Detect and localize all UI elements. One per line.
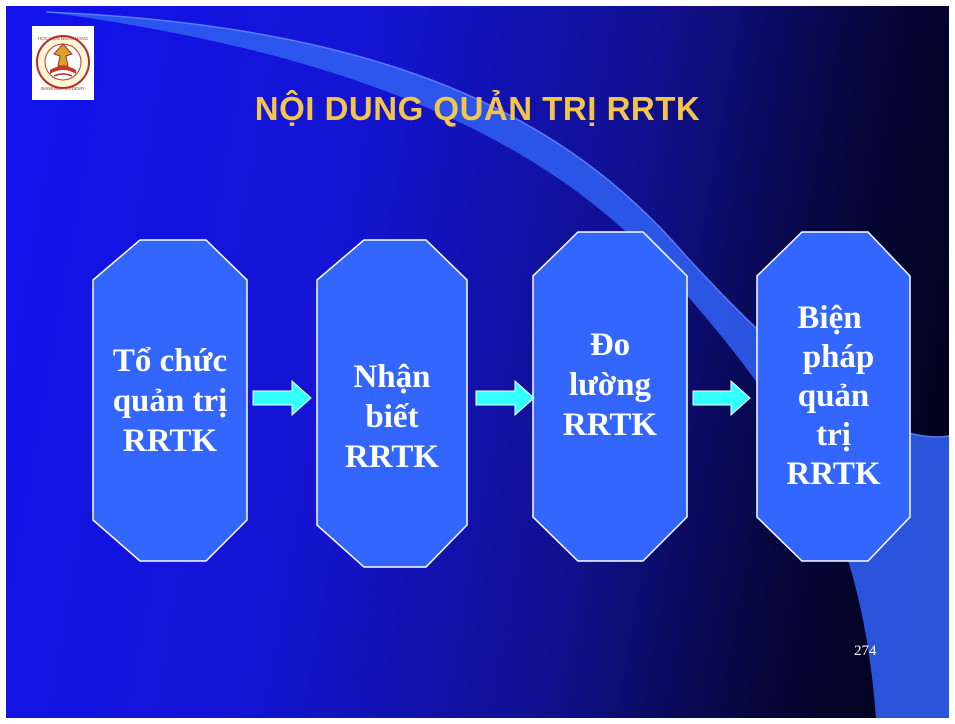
step-4-line-3: quản	[797, 378, 870, 414]
academy-logo: BANKING ACADEMY HỌC VIỆN NGÂN HÀNG	[32, 26, 94, 100]
arrow-2	[475, 379, 535, 417]
step-3-line-2: lường	[568, 366, 652, 403]
page-number: 274	[854, 643, 877, 659]
step-2-line-2: biết	[365, 398, 419, 435]
step-label-3: Đo lường RRTK	[533, 220, 687, 549]
step-label-4: Biện pháp quản trị RRTK	[757, 232, 910, 561]
step-box-4	[756, 231, 911, 562]
step-label-2: Nhận biết RRTK	[317, 256, 467, 577]
slide: BANKING ACADEMY HỌC VIỆN NGÂN HÀNG NỘI D…	[6, 6, 949, 718]
step-label-1: Tổ chức quản trị RRTK	[93, 240, 247, 561]
step-4-line-1: Biện	[797, 300, 862, 336]
step-box-2	[316, 239, 468, 568]
arrow-3	[692, 379, 751, 417]
slide-title: NỘI DUNG QUẢN TRỊ RRTK	[254, 90, 701, 127]
step-box-1	[92, 239, 248, 562]
step-4-line-4: trị	[816, 417, 851, 453]
step-box-3	[532, 231, 688, 562]
step-2-line-3: RRTK	[344, 438, 440, 475]
arrow-1	[252, 379, 312, 417]
step-4-line-5: RRTK	[786, 456, 881, 492]
step-3-line-3: RRTK	[562, 406, 658, 443]
step-4-line-2: pháp	[802, 339, 875, 375]
logo-text-top: HỌC VIỆN NGÂN HÀNG	[38, 34, 89, 41]
process-flow	[92, 231, 911, 568]
step-2-line-1: Nhận	[353, 358, 431, 395]
step-1-line-3: RRTK	[122, 422, 218, 459]
step-3-line-1: Đo	[589, 326, 631, 363]
logo-text-bottom: BANKING ACADEMY	[41, 86, 85, 91]
step-1-line-1: Tổ chức	[112, 342, 228, 379]
step-1-line-2: quản trị	[112, 382, 228, 419]
